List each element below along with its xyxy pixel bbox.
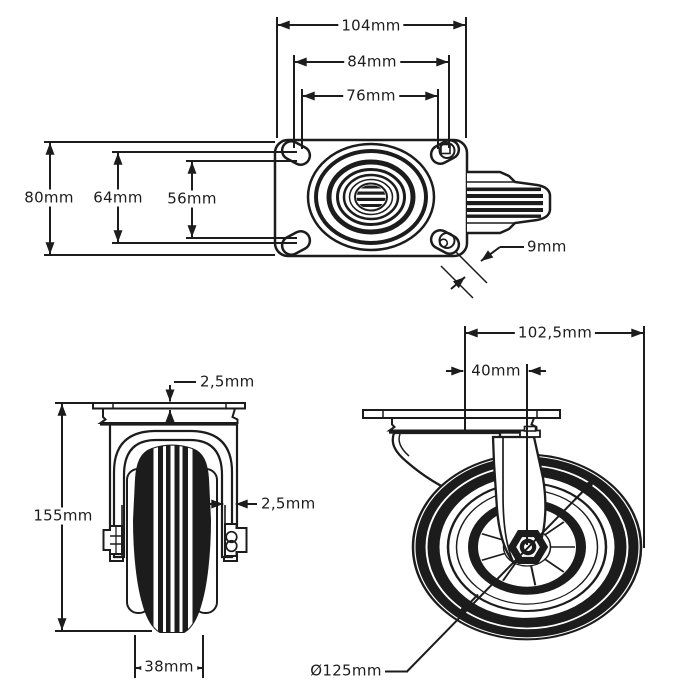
dim-label-hole-spacing-v: 56mm [164, 190, 220, 208]
dim-label-plate-thickness: 2,5mm [197, 373, 258, 391]
dim-label-wheel-width: 38mm [141, 658, 197, 676]
dim-label-total-offset-width: 102,5mm [514, 324, 596, 342]
dim-label-hole-spacing-h: 76mm [343, 87, 399, 105]
dim-label-plate-width: 104mm [338, 17, 404, 35]
wheel-spokes [481, 508, 575, 586]
dim-label-plate-depth: 80mm [21, 189, 77, 207]
swivel-collar-side [386, 417, 538, 432]
bolt-bottom-right [438, 232, 456, 249]
bolt-head-top-right [440, 143, 451, 155]
dim-label-wheel-diameter: Ø125mm [307, 662, 385, 680]
top-plate-side [362, 409, 561, 419]
dim-label-slot-width: 9mm [524, 238, 570, 256]
dim-label-total-height: 155mm [30, 507, 96, 525]
axle-bolt-left [102, 525, 123, 555]
bolt-top-right [438, 142, 456, 159]
caster-side-view [362, 326, 645, 673]
wheel-front-view [55, 381, 257, 678]
plate-top-view [44, 17, 552, 299]
top-view-dimensions [44, 17, 524, 299]
wheel-top-view [467, 170, 552, 235]
kingpin-stripes [356, 185, 386, 207]
dim-label-bracket-thickness: 2,5mm [258, 495, 319, 513]
dim-label-slot-spacing-v: 64mm [90, 189, 146, 207]
bolt-detail-bottom-right [438, 238, 449, 248]
swivel-bearing-rings [306, 142, 436, 252]
tire-tread-grooves [153, 445, 193, 632]
dim-label-swivel-offset: 40mm [468, 362, 524, 380]
dim-label-slot-spacing-h: 84mm [344, 53, 400, 71]
